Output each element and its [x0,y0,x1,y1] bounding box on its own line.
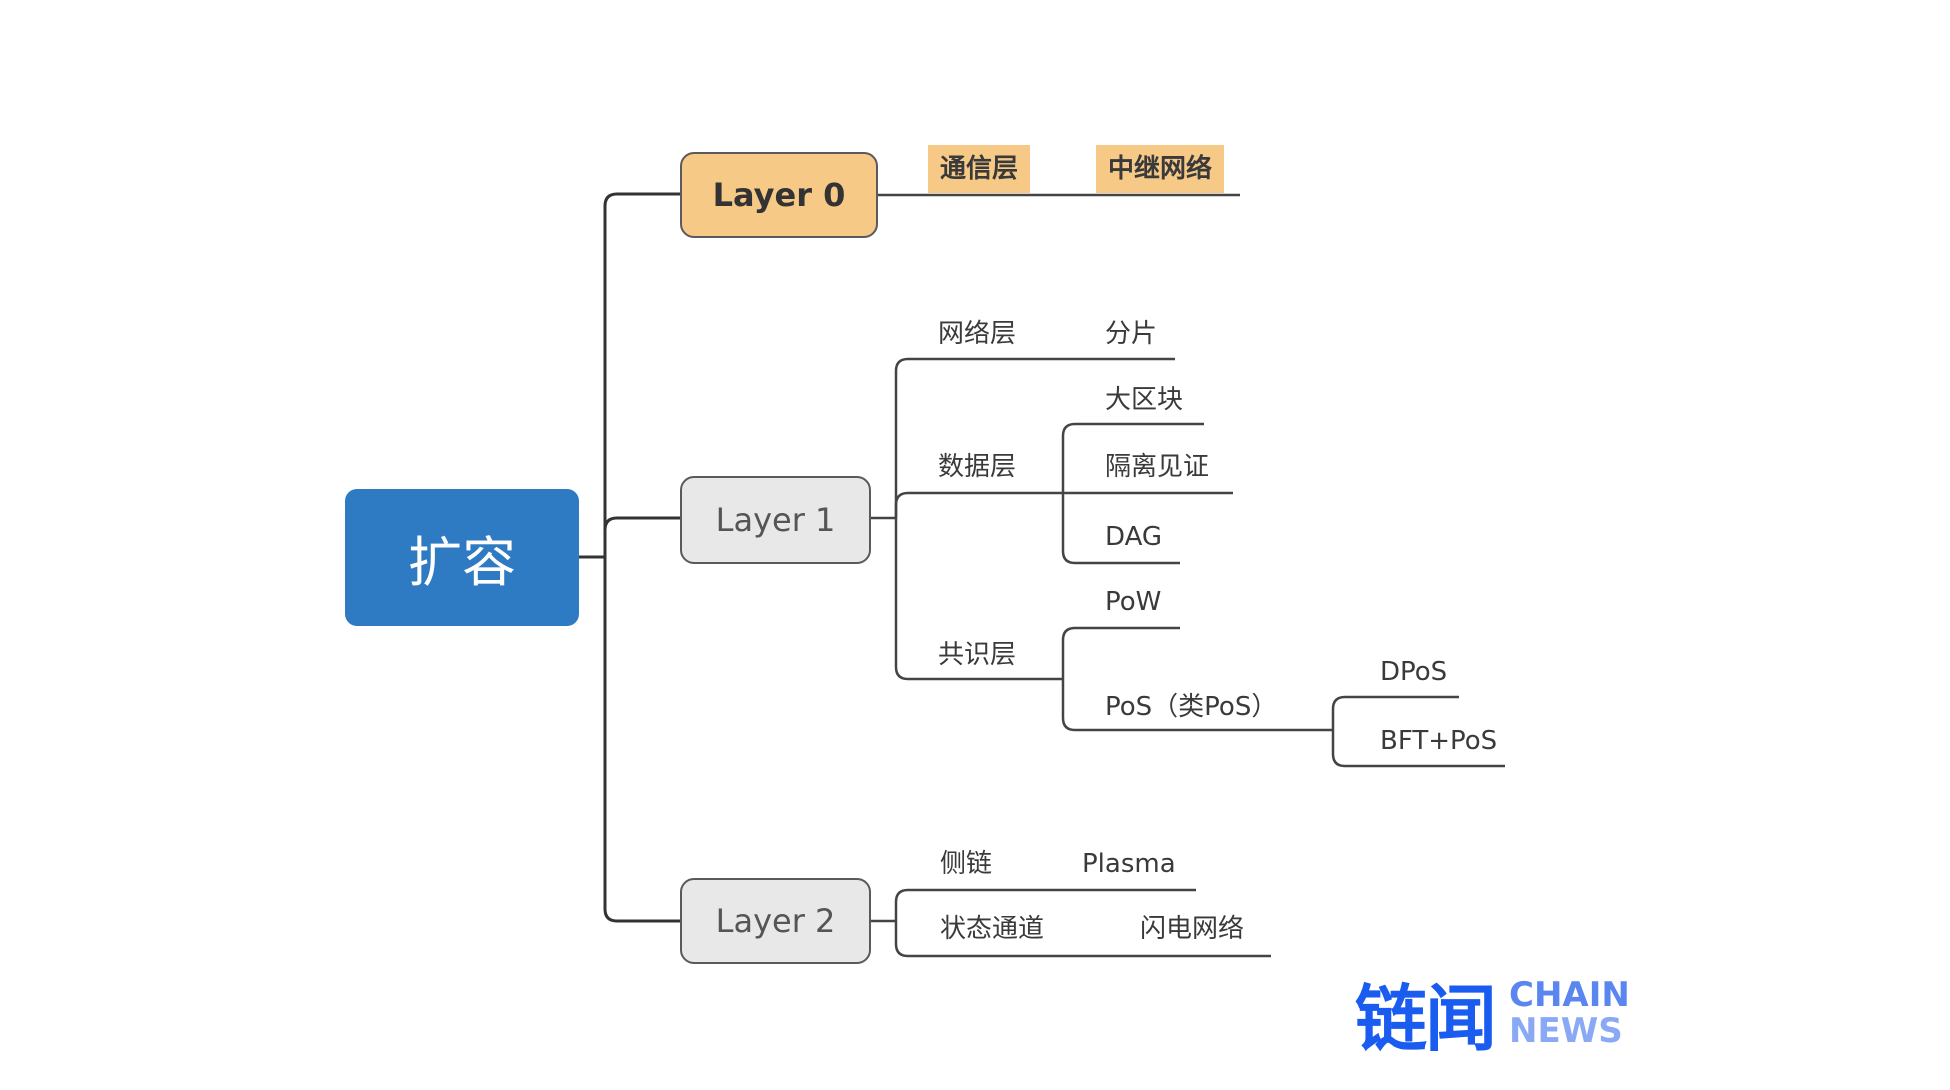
connector-trunk-layer2 [603,555,682,923]
logo-english-text: CHAIN NEWS [1509,977,1630,1049]
node-dpos[interactable]: DPoS [1380,657,1448,687]
node-relay-network[interactable]: 中继网络 [1096,145,1225,193]
node-sidechain[interactable]: 侧链 [940,849,993,879]
node-segwit[interactable]: 隔离见证 [1105,452,1210,482]
connector-bft-pos [1331,730,1505,768]
node-data-layer[interactable]: 数据层 [938,452,1017,482]
node-bft-pos[interactable]: BFT+PoS [1380,726,1498,756]
connector-network-layer [894,357,1175,518]
node-plasma[interactable]: Plasma [1082,849,1176,879]
connector-big-block [1061,422,1204,493]
node-pow[interactable]: PoW [1105,587,1162,617]
logo-news: NEWS [1509,1010,1623,1051]
node-dag[interactable]: DAG [1105,522,1163,552]
root-label: 扩容 [408,531,516,594]
node-pos[interactable]: PoS（类PoS） [1105,692,1278,722]
connector-pos [1061,679,1333,732]
connector-dpos [1331,695,1459,730]
node-state-channel[interactable]: 状态通道 [940,914,1045,944]
node-network-layer[interactable]: 网络层 [938,319,1017,349]
node-big-block[interactable]: 大区块 [1105,385,1184,415]
root-node[interactable]: 扩容 [345,489,579,626]
layer0-label: Layer 0 [712,176,846,214]
connector-data-layer [894,491,1233,518]
layer2-node[interactable]: Layer 2 [680,878,871,964]
layer2-label: Layer 2 [715,902,836,940]
connector-trunk-layer0 [603,192,682,559]
node-lightning-network[interactable]: 闪电网络 [1140,914,1245,944]
connector-consensus-layer [894,518,1063,681]
connector-state-channel [894,921,1271,958]
layer0-node[interactable]: Layer 0 [680,152,878,238]
logo-chain: CHAIN [1509,974,1630,1015]
chainnews-logo: 链闻 CHAIN NEWS [1355,960,1630,1065]
connector-pow [1061,626,1180,679]
node-communication-layer[interactable]: 通信层 [928,145,1031,193]
logo-chinese-text: 链闻 [1355,977,1497,1061]
node-consensus-layer[interactable]: 共识层 [938,640,1017,670]
layer1-node[interactable]: Layer 1 [680,476,871,564]
connector-trunk-layer1 [603,516,682,559]
node-sharding[interactable]: 分片 [1105,319,1158,349]
layer1-label: Layer 1 [715,501,836,539]
connector-dag [1061,493,1180,565]
connector-sidechain [894,888,1196,921]
